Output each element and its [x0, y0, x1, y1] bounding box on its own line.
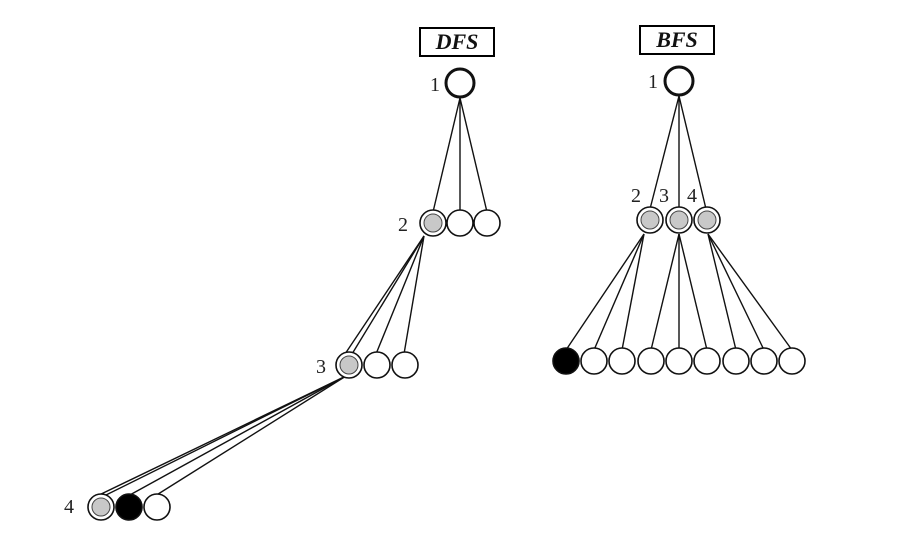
bfs-edge — [565, 233, 645, 351]
bfs-edge — [707, 233, 793, 351]
dfs-label-1: 1 — [430, 74, 440, 96]
dfs-edge — [403, 235, 425, 355]
dfs-open-node — [473, 209, 501, 237]
bfs-label-3: 3 — [659, 185, 669, 207]
bfs-edge — [650, 233, 680, 351]
bfs-open-node — [608, 347, 636, 375]
dfs-edge — [127, 375, 347, 497]
bfs-edge — [707, 233, 737, 351]
bfs-open-node — [580, 347, 608, 375]
bfs-root-node — [663, 65, 695, 97]
dfs-open-node — [143, 493, 171, 521]
dfs-edge — [103, 375, 347, 497]
bfs-open-node — [693, 347, 721, 375]
bfs-edge — [678, 95, 707, 210]
bfs-open-node — [665, 347, 693, 375]
bfs-expanded-node — [636, 206, 664, 234]
bfs-edge — [707, 233, 765, 351]
bfs-open-node — [750, 347, 778, 375]
dfs-title: DFS — [419, 27, 495, 57]
bfs-open-node — [778, 347, 806, 375]
bfs-edge — [621, 233, 645, 351]
dfs-expanded-node — [87, 493, 115, 521]
dfs-edge — [432, 97, 461, 213]
bfs-goal-node — [552, 347, 580, 375]
dfs-label-2: 2 — [398, 214, 408, 236]
bfs-edge — [593, 233, 645, 351]
bfs-label-2: 2 — [631, 185, 641, 207]
bfs-title: BFS — [639, 25, 715, 55]
dfs-open-node — [391, 351, 419, 379]
dfs-edge — [344, 235, 425, 355]
bfs-edge — [678, 233, 708, 351]
dfs-open-node — [446, 209, 474, 237]
dfs-root-node — [444, 67, 476, 99]
dfs-expanded-node — [419, 209, 447, 237]
dfs-edge — [154, 375, 347, 497]
dfs-expanded-node — [335, 351, 363, 379]
bfs-label-4: 4 — [687, 185, 697, 207]
dfs-label-3: 3 — [316, 356, 326, 378]
dfs-edge — [351, 235, 425, 355]
dfs-goal-node — [115, 493, 143, 521]
bfs-open-node — [722, 347, 750, 375]
dfs-label-4: 4 — [64, 496, 74, 518]
bfs-label-1: 1 — [648, 71, 658, 93]
bfs-tree: 1 2 3 4 — [552, 65, 806, 375]
bfs-expanded-node — [693, 206, 721, 234]
bfs-expanded-node — [665, 206, 693, 234]
dfs-edge — [375, 235, 425, 355]
bfs-open-node — [637, 347, 665, 375]
dfs-tree: 1 2 3 4 — [64, 67, 501, 521]
dfs-edge — [459, 97, 488, 213]
dfs-open-node — [363, 351, 391, 379]
bfs-edge — [649, 95, 680, 210]
